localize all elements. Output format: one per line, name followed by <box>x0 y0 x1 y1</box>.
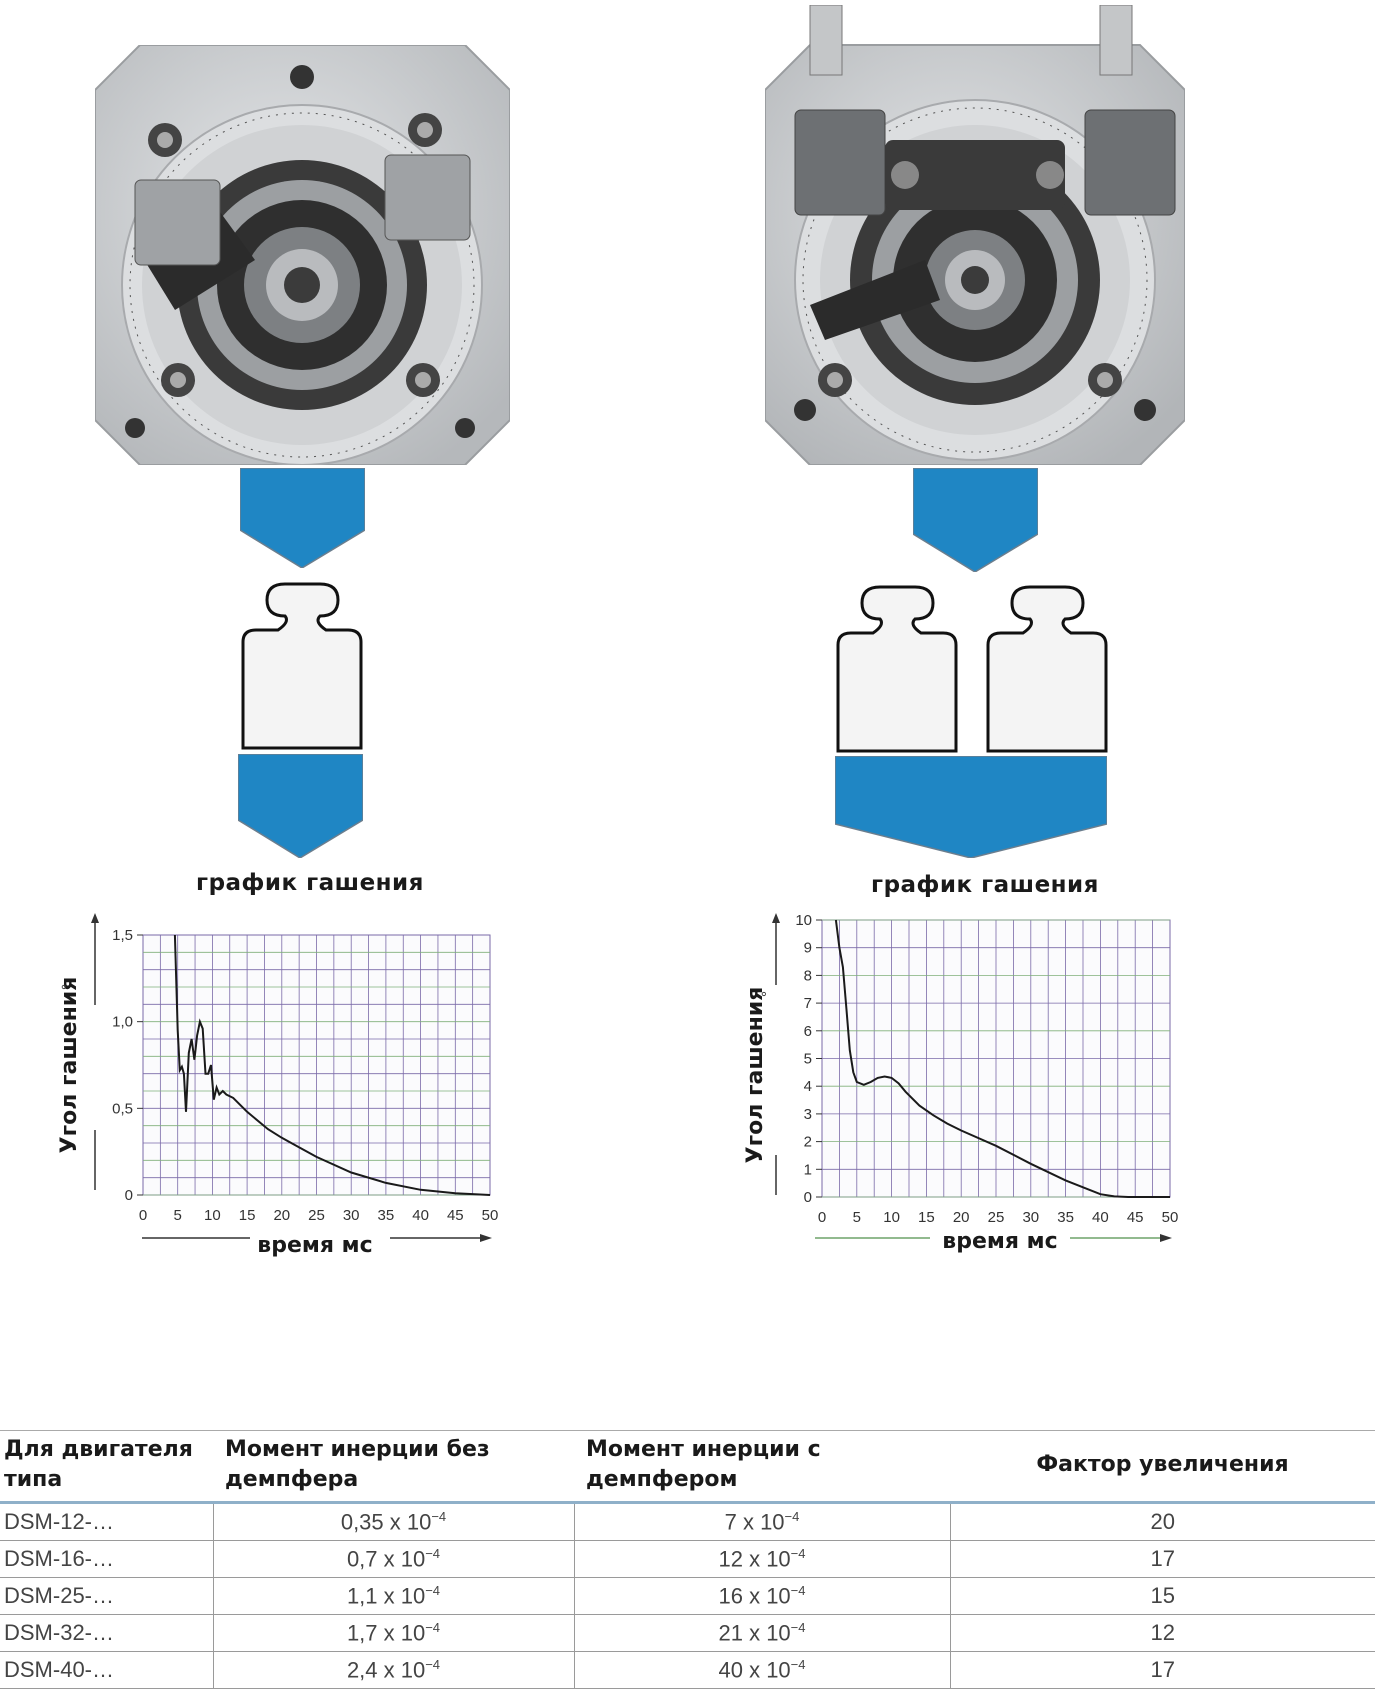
y-tick-label: 0 <box>125 1187 133 1204</box>
x-axis-label: время мс <box>942 1229 1057 1254</box>
y-tick-label: 2 <box>804 1134 812 1151</box>
y-axis-unit: ° <box>59 984 76 990</box>
x-tick-label: 50 <box>482 1207 499 1224</box>
x-axis-arrowhead <box>1160 1234 1172 1242</box>
y-tick-label: 1,0 <box>112 1014 133 1031</box>
x-tick-label: 35 <box>1057 1209 1074 1226</box>
y-tick-label: 3 <box>804 1106 812 1123</box>
x-tick-label: 0 <box>139 1207 147 1224</box>
y-axis-ticks: 0 0,5 1,0 1,5 <box>112 927 143 1204</box>
cell-inertia-with-damper: 7 x 10−4 <box>573 1502 951 1541</box>
y-axis-ticks: 0 1 2 3 4 5 6 7 8 9 10 <box>795 912 822 1206</box>
cell-inertia-with-damper: 40 x 10−4 <box>573 1651 951 1689</box>
chart-caption-right: график гашения <box>871 872 1099 898</box>
cell-motor-type: DSM-25-… <box>0 1577 214 1615</box>
x-axis-arrowhead <box>480 1234 492 1242</box>
cell-factor: 17 <box>949 1540 1375 1578</box>
x-tick-label: 50 <box>1162 1209 1179 1226</box>
down-arrow-icon <box>913 468 1038 572</box>
cell-motor-type: DSM-16-… <box>0 1540 214 1578</box>
y-tick-label: 7 <box>804 995 812 1012</box>
y-axis-label: Угол гашения <box>743 987 768 1164</box>
cell-motor-type: DSM-40-… <box>0 1651 214 1689</box>
cell-inertia-with-damper: 16 x 10−4 <box>573 1577 951 1615</box>
y-tick-label: 6 <box>804 1023 812 1040</box>
x-tick-label: 20 <box>273 1207 290 1224</box>
x-tick-label: 45 <box>1127 1209 1144 1226</box>
down-arrow-icon <box>240 468 365 568</box>
weight-icon <box>835 585 960 753</box>
cell-factor: 20 <box>949 1502 1375 1541</box>
y-axis-label: Угол гашения <box>57 977 82 1154</box>
y-tick-label: 4 <box>804 1078 812 1095</box>
cell-factor: 12 <box>949 1614 1375 1652</box>
grid <box>821 919 1171 1198</box>
cell-factor: 15 <box>949 1577 1375 1615</box>
header-factor: Фактор увеличения <box>950 1430 1375 1504</box>
y-tick-label: 5 <box>804 1051 812 1068</box>
x-tick-label: 20 <box>953 1209 970 1226</box>
damping-curve <box>834 919 1170 1198</box>
cell-inertia-without-damper: 2,4 x 10−4 <box>212 1651 575 1689</box>
y-tick-label: 0,5 <box>112 1100 133 1117</box>
chart-caption-left: график гашения <box>196 870 424 896</box>
x-tick-label: 40 <box>412 1207 429 1224</box>
grid <box>142 934 491 1196</box>
x-tick-label: 10 <box>204 1207 221 1224</box>
table-header-row: Для двигателя типа Момент инерции без де… <box>0 1430 1375 1504</box>
cell-inertia-without-damper: 1,1 x 10−4 <box>212 1577 575 1615</box>
cell-inertia-without-damper: 1,7 x 10−4 <box>212 1614 575 1652</box>
x-tick-label: 25 <box>988 1209 1005 1226</box>
x-tick-label: 30 <box>343 1207 360 1224</box>
x-axis-label: время мс <box>257 1233 372 1258</box>
rotary-module-right-image <box>765 5 1185 465</box>
cell-inertia-without-damper: 0,35 x 10−4 <box>212 1502 575 1541</box>
x-axis-ticks: 0 5 10 15 20 25 30 35 40 45 50 <box>818 1209 1179 1226</box>
y-axis-arrowhead <box>91 913 99 923</box>
x-tick-label: 15 <box>918 1209 935 1226</box>
x-tick-label: 5 <box>853 1209 861 1226</box>
x-tick-label: 25 <box>308 1207 325 1224</box>
cell-inertia-with-damper: 21 x 10−4 <box>573 1614 951 1652</box>
x-tick-label: 40 <box>1092 1209 1109 1226</box>
cell-motor-type: DSM-12-… <box>0 1502 214 1541</box>
header-inertia-with-damper: Момент инерции с демпфером <box>574 1430 950 1504</box>
x-axis-ticks: 0 5 10 15 20 25 30 35 40 45 50 <box>139 1207 499 1224</box>
header-motor-type: Для двигателя типа <box>0 1430 213 1504</box>
header-inertia-without-damper: Момент инерции без демпфера <box>213 1430 574 1504</box>
y-tick-label: 1 <box>804 1161 812 1178</box>
x-tick-label: 30 <box>1022 1209 1039 1226</box>
x-tick-label: 45 <box>447 1207 464 1224</box>
weight-icon <box>985 585 1110 753</box>
damping-curve <box>173 934 491 1196</box>
y-tick-label: 8 <box>804 967 812 984</box>
x-tick-label: 35 <box>378 1207 395 1224</box>
y-axis-arrowhead <box>772 913 780 923</box>
down-arrow-icon <box>835 756 1107 858</box>
inertia-table: Для двигателя типа Момент инерции без де… <box>0 1430 1375 1689</box>
x-tick-label: 10 <box>883 1209 900 1226</box>
down-arrow-icon <box>238 754 363 858</box>
weight-icon <box>240 582 365 750</box>
y-tick-label: 1,5 <box>112 927 133 944</box>
cell-factor: 17 <box>949 1651 1375 1689</box>
cell-inertia-without-damper: 0,7 x 10−4 <box>212 1540 575 1578</box>
cell-motor-type: DSM-32-… <box>0 1614 214 1652</box>
x-tick-label: 0 <box>818 1209 826 1226</box>
y-axis-unit: ° <box>759 991 776 997</box>
damping-chart-left: 0 0,5 1,0 1,5 0 5 10 15 20 25 30 35 40 45 50 Угол гаш… <box>50 905 520 1279</box>
y-tick-label: 0 <box>804 1189 812 1206</box>
cell-inertia-with-damper: 12 x 10−4 <box>573 1540 951 1578</box>
rotary-module-left-image <box>95 45 510 465</box>
x-tick-label: 5 <box>174 1207 182 1224</box>
y-tick-label: 10 <box>795 912 812 929</box>
y-tick-label: 9 <box>804 940 812 957</box>
x-tick-label: 15 <box>239 1207 256 1224</box>
